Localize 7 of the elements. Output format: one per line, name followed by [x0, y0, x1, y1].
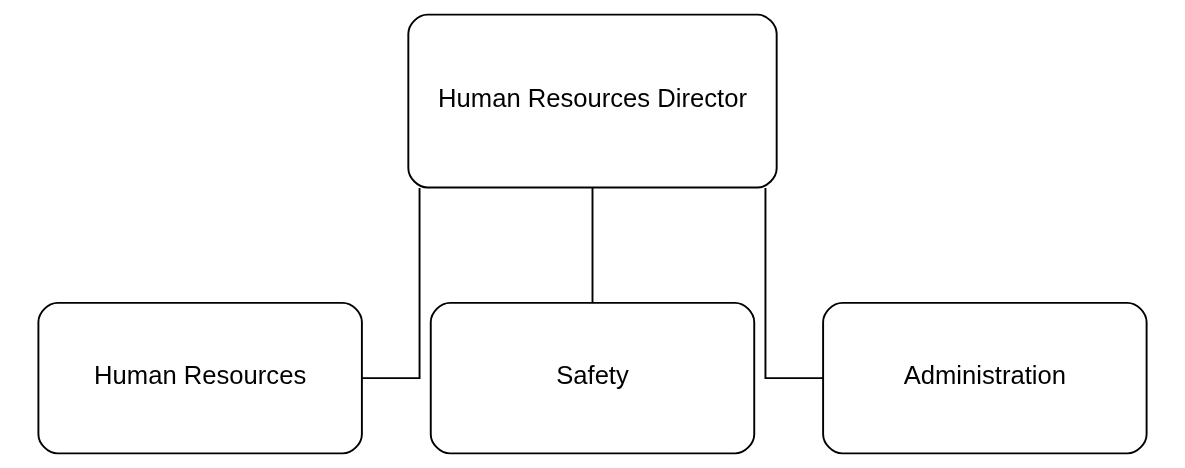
- connector: [360, 187, 421, 380]
- node-box: Safety: [429, 301, 756, 455]
- node-box: Human Resources Director: [407, 13, 778, 189]
- node-box: Human Resources: [37, 301, 363, 455]
- connector: [764, 187, 825, 380]
- connector: [591, 187, 594, 304]
- node-box: Administration: [822, 301, 1148, 455]
